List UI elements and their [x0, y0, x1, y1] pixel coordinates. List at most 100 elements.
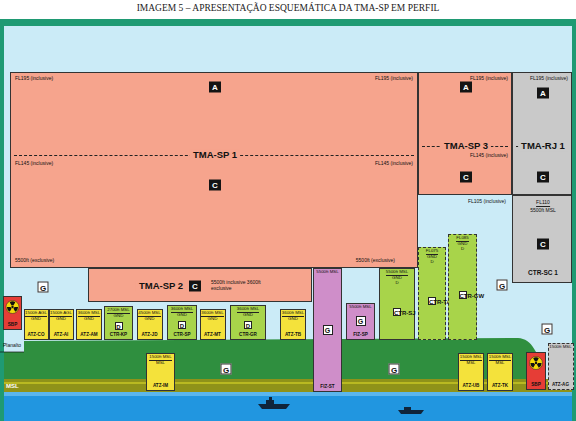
class-badge: G [38, 282, 49, 293]
area-label: Planalto [3, 343, 21, 349]
radiation-symbol [527, 356, 545, 370]
class-badge: G [356, 316, 366, 326]
altitude-limit: FL145 (inclusive) [375, 161, 413, 167]
airspace-box: 1500ft MSL ATZ-AG [548, 343, 574, 390]
altitude-limit: FL195 (inclusive) [530, 76, 568, 82]
airspace-box: 5500ft MSL G FIZ-ST [313, 268, 342, 392]
altitude-limit: GND [114, 314, 124, 319]
class-badge: D [115, 322, 123, 330]
class-badge: D [244, 321, 252, 329]
airspace-box: 3600ft MSLGNDATZ-AM [76, 309, 102, 340]
zone-name: CTR-SC 1 [528, 269, 558, 276]
zone-name: TMA-RJ 1 [518, 141, 568, 152]
airspace-box: 4500ft MSLGNDATZ-JD [137, 309, 163, 340]
area-label: FL105 (inclusive) [466, 199, 506, 205]
zone-name: SBP [8, 322, 17, 327]
airspace-box: FL195 (inclusive) A TMA-RJ 1 C [512, 72, 572, 195]
altitude-limit: 1500ft MSL [549, 345, 571, 350]
altitude-limit: 5500ft (exclusive) [15, 258, 54, 264]
zone-name: ATZ-IM [153, 383, 168, 388]
altitude-limit: 5500ft MSL [349, 305, 371, 310]
class-badge: C [537, 239, 549, 250]
zone-name: ATZ-CO [27, 332, 44, 337]
zone-name: SBP [531, 382, 540, 387]
class-badge: G [497, 280, 508, 291]
altitude-limit: FL195 (inclusive) [470, 76, 508, 82]
altitude-limit: MSL [156, 361, 165, 366]
altitude-limit: FL145 (inclusive) [470, 153, 508, 159]
zone-name: TMA-SP 1 [190, 150, 240, 161]
airspace-box: SBP [3, 296, 22, 330]
airspace-box: SBP [526, 352, 546, 390]
radiation-symbol [4, 300, 21, 314]
airspace-box: FL085GNDDCTR-GW [448, 234, 477, 340]
altitude-limit: GND [145, 317, 155, 322]
airspace-box: 5500ft MSLGFIZ-SP [346, 303, 375, 340]
zone-name: ATZ-UB [463, 383, 480, 388]
airspace-box: 1500ft MSLMSLATZ-IM [146, 353, 175, 391]
altitude-limit: D [395, 281, 398, 286]
altitude-limit: FL195 (inclusive) [15, 76, 53, 82]
altitude-limit: D [461, 247, 464, 252]
class-badge: CTR-TA [428, 297, 436, 305]
altitude-limit: MSL [495, 361, 504, 366]
airspace-box: 3600ft MSLGNDDCTR-SP [167, 305, 197, 340]
sky [4, 26, 572, 382]
altitude-limit: D [430, 260, 433, 265]
airspace-box: 1500ft AGLGNDATZ-CO [24, 309, 49, 340]
airspace-box: 3600ft MSLGNDDCTR-GR [230, 305, 266, 340]
zone-name: ATZ-MT [204, 332, 221, 337]
class-badge: CTR-GW [459, 291, 467, 299]
airspace-box: 3600ft MSLGNDATZ-TB [280, 309, 306, 340]
zone-name: CTR-SP [173, 332, 190, 337]
altitude-limit: 5500ft MSL [316, 270, 338, 275]
class-badge: G [389, 364, 400, 375]
zone-name: TMA-SP 3 [441, 141, 491, 152]
altitude-limit: GND [208, 317, 218, 322]
class-badge: C [189, 281, 201, 292]
zone-name: CTR-GR [239, 332, 257, 337]
class-badge: A [537, 88, 549, 99]
zone-name: ATZ-JD [142, 332, 158, 337]
class-badge: G [323, 325, 333, 335]
sea [4, 392, 572, 421]
class-badge: G [221, 364, 232, 375]
zone-name: ATZ-AI [54, 332, 69, 337]
altitude-limit: GND [31, 317, 41, 322]
altitude-limit: GND [288, 317, 298, 322]
zone-name: ATZ-AG [552, 382, 569, 387]
airspace-box: 5500ft MSLGNDDCTR-SJ [379, 268, 415, 340]
zone-name: ATZ-TK [492, 383, 508, 388]
airspace-box: FL195 (inclusive) FL195 (inclusive) A TMA-S… [10, 72, 418, 268]
class-badge: C [537, 172, 549, 183]
airspace-box: FL195 (inclusive)A TMA-SP 3FL145 (inclusi… [418, 72, 512, 195]
zone-name: CTR-KP [110, 332, 127, 337]
class-badge: A [460, 82, 472, 93]
altitude-limit: 5500ft MSL [530, 208, 556, 214]
plateau-line [0, 352, 24, 353]
airspace-box: FL075GNDDCTR-TA [418, 247, 446, 340]
sea-surface [4, 392, 572, 396]
airspace-box: 1500ft AGLGNDATZ-AI [49, 309, 74, 340]
class-badge: C [209, 180, 221, 191]
altitude-limit: GND [177, 313, 187, 318]
class-badge: A [209, 82, 221, 93]
altitude-limit: 5500ft inclusive 3600ft exclusive [211, 280, 273, 291]
airspace-box: FL1105500ft MSL C CTR-SC 1 [512, 195, 572, 283]
zone-name: ATZ-AM [80, 332, 97, 337]
zone-name: FIZ-ST [320, 384, 334, 389]
altitude-limit: GND [243, 313, 253, 318]
zone-name: TMA-SP 2 [136, 281, 186, 292]
altitude-limit: GND [84, 317, 94, 322]
airspace-box: 3600ft MSLGNDATZ-MT [200, 309, 226, 340]
class-badge: C [460, 172, 472, 183]
class-badge: G [542, 324, 553, 335]
altitude-limit: FL110 [536, 200, 550, 207]
class-badge: CTR-SJ [393, 308, 401, 316]
ship [398, 407, 424, 414]
altitude-limit: FL195 (inclusive) [375, 76, 413, 82]
frame [0, 19, 576, 421]
zone-name: ATZ-TB [285, 332, 301, 337]
airspace-box: 1500ft MSLMSLATZ-UB [458, 353, 484, 391]
